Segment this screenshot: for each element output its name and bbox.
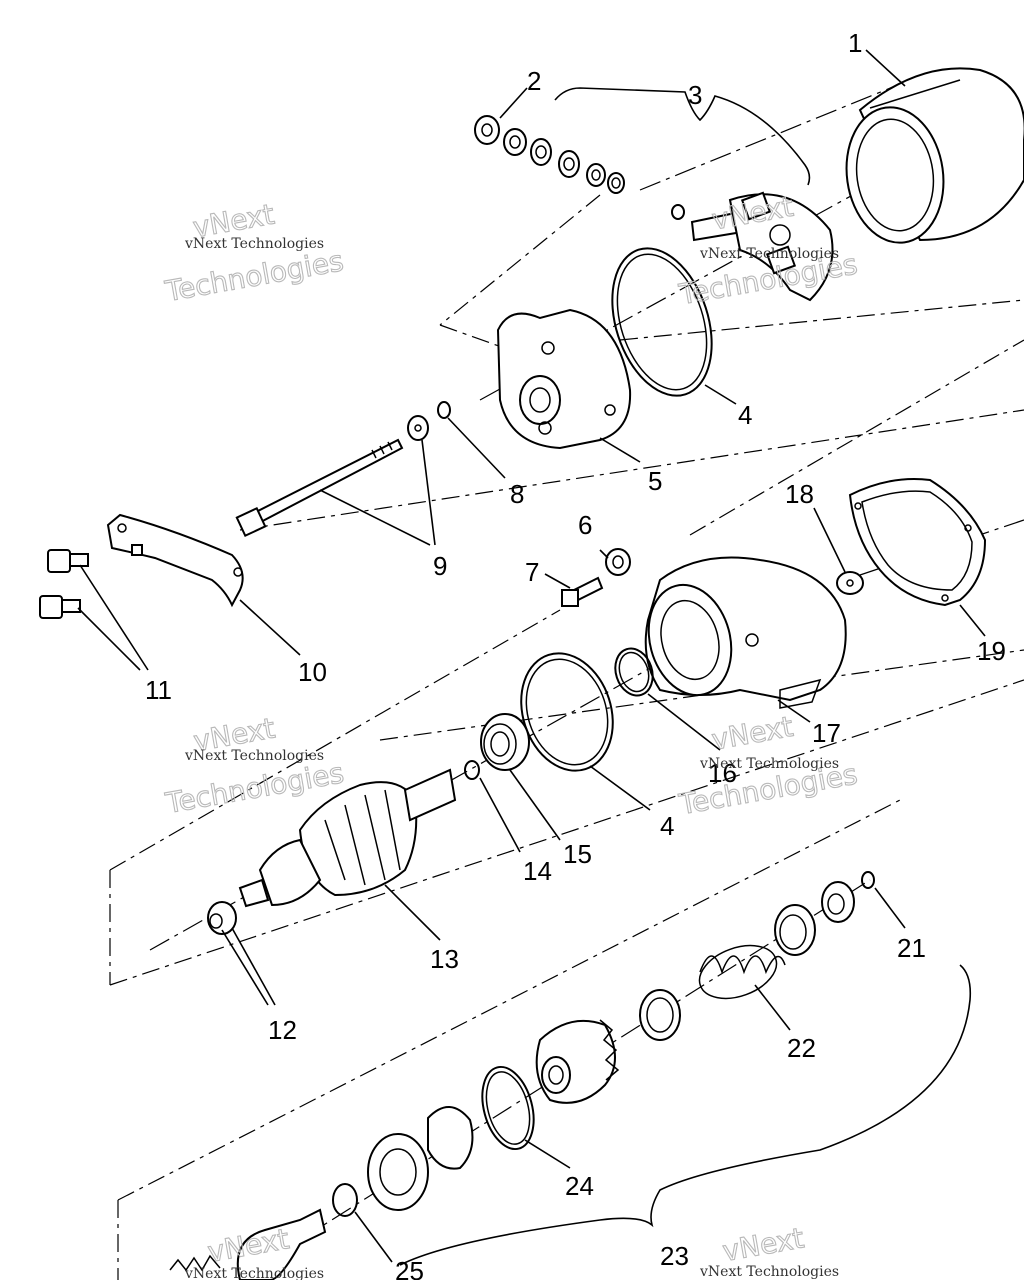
drive-parts	[169, 871, 875, 1280]
svg-text:vNext Technologies: vNext Technologies	[699, 1264, 839, 1280]
o-ring-small	[614, 647, 654, 697]
thrust-washer	[207, 901, 237, 935]
group-braces	[399, 87, 972, 1266]
watermark-6: vNext vNext Technologies	[699, 1221, 839, 1280]
callout-18: 18	[785, 479, 814, 509]
callout-22: 22	[787, 1033, 816, 1063]
callout-13: 13	[430, 944, 459, 974]
front-housing	[644, 556, 847, 709]
through-bolt	[235, 415, 429, 538]
callout-24: 24	[565, 1171, 594, 1201]
callout-6: 6	[578, 510, 592, 540]
callout-14: 14	[523, 856, 552, 886]
callout-4-lower: 4	[660, 811, 674, 841]
svg-text:vNext Technologies: vNext Technologies	[699, 246, 839, 262]
mounting-bracket	[106, 513, 244, 608]
callout-3: 3	[688, 80, 702, 110]
armature	[238, 768, 457, 908]
svg-text:vNext Technologies: vNext Technologies	[184, 236, 324, 252]
watermark-1: vNext Technologies vNext Technologies	[162, 197, 347, 309]
callout-5: 5	[648, 466, 662, 496]
svg-text:vNext Technologies: vNext Technologies	[184, 1266, 324, 1280]
callout-16: 16	[708, 758, 737, 788]
snap-ring	[464, 760, 480, 780]
callout-17: 17	[812, 718, 841, 748]
svg-text:Technologies: Technologies	[162, 244, 346, 308]
leader-lines	[77, 49, 986, 1263]
terminal-bolt	[561, 576, 604, 607]
bearing	[480, 713, 530, 771]
callout-9: 9	[433, 551, 447, 581]
callout-1: 1	[848, 28, 862, 58]
watermark-3: vNext Technologies vNext Technologies	[162, 711, 347, 821]
washer	[836, 571, 864, 595]
callout-25: 25	[395, 1256, 424, 1280]
callout-12: 12	[268, 1015, 297, 1045]
callout-11: 11	[145, 675, 172, 705]
washer-stack	[474, 115, 625, 194]
callout-8: 8	[510, 479, 524, 509]
svg-text:vNext Technologies: vNext Technologies	[184, 748, 324, 764]
callout-7: 7	[525, 557, 539, 587]
callout-23: 23	[660, 1241, 689, 1271]
callout-10: 10	[298, 657, 327, 687]
yoke-housing	[845, 67, 1024, 244]
callout-19: 19	[977, 636, 1006, 666]
callout-15: 15	[563, 839, 592, 869]
terminal-nut	[605, 548, 631, 576]
svg-text:vNext: vNext	[709, 710, 795, 757]
callout-4-upper: 4	[738, 400, 752, 430]
callout-21: 21	[897, 933, 926, 963]
callout-labels: 1 2 3 4 5 6 7 8 9 10 11 12 13 14 15 16 1…	[145, 28, 1006, 1280]
svg-text:vNext Technologies: vNext Technologies	[699, 756, 839, 772]
brush-holder-assembly	[671, 191, 834, 302]
small-o-ring	[437, 401, 451, 419]
end-cover	[496, 308, 632, 450]
gasket	[848, 478, 987, 607]
flange-bolts	[39, 549, 89, 619]
callout-2: 2	[527, 66, 541, 96]
svg-text:vNext: vNext	[720, 1221, 806, 1268]
watermark-2: vNext Technologies vNext Technologies	[675, 189, 860, 312]
o-ring-lower	[520, 652, 614, 772]
o-ring-upper	[611, 247, 713, 397]
